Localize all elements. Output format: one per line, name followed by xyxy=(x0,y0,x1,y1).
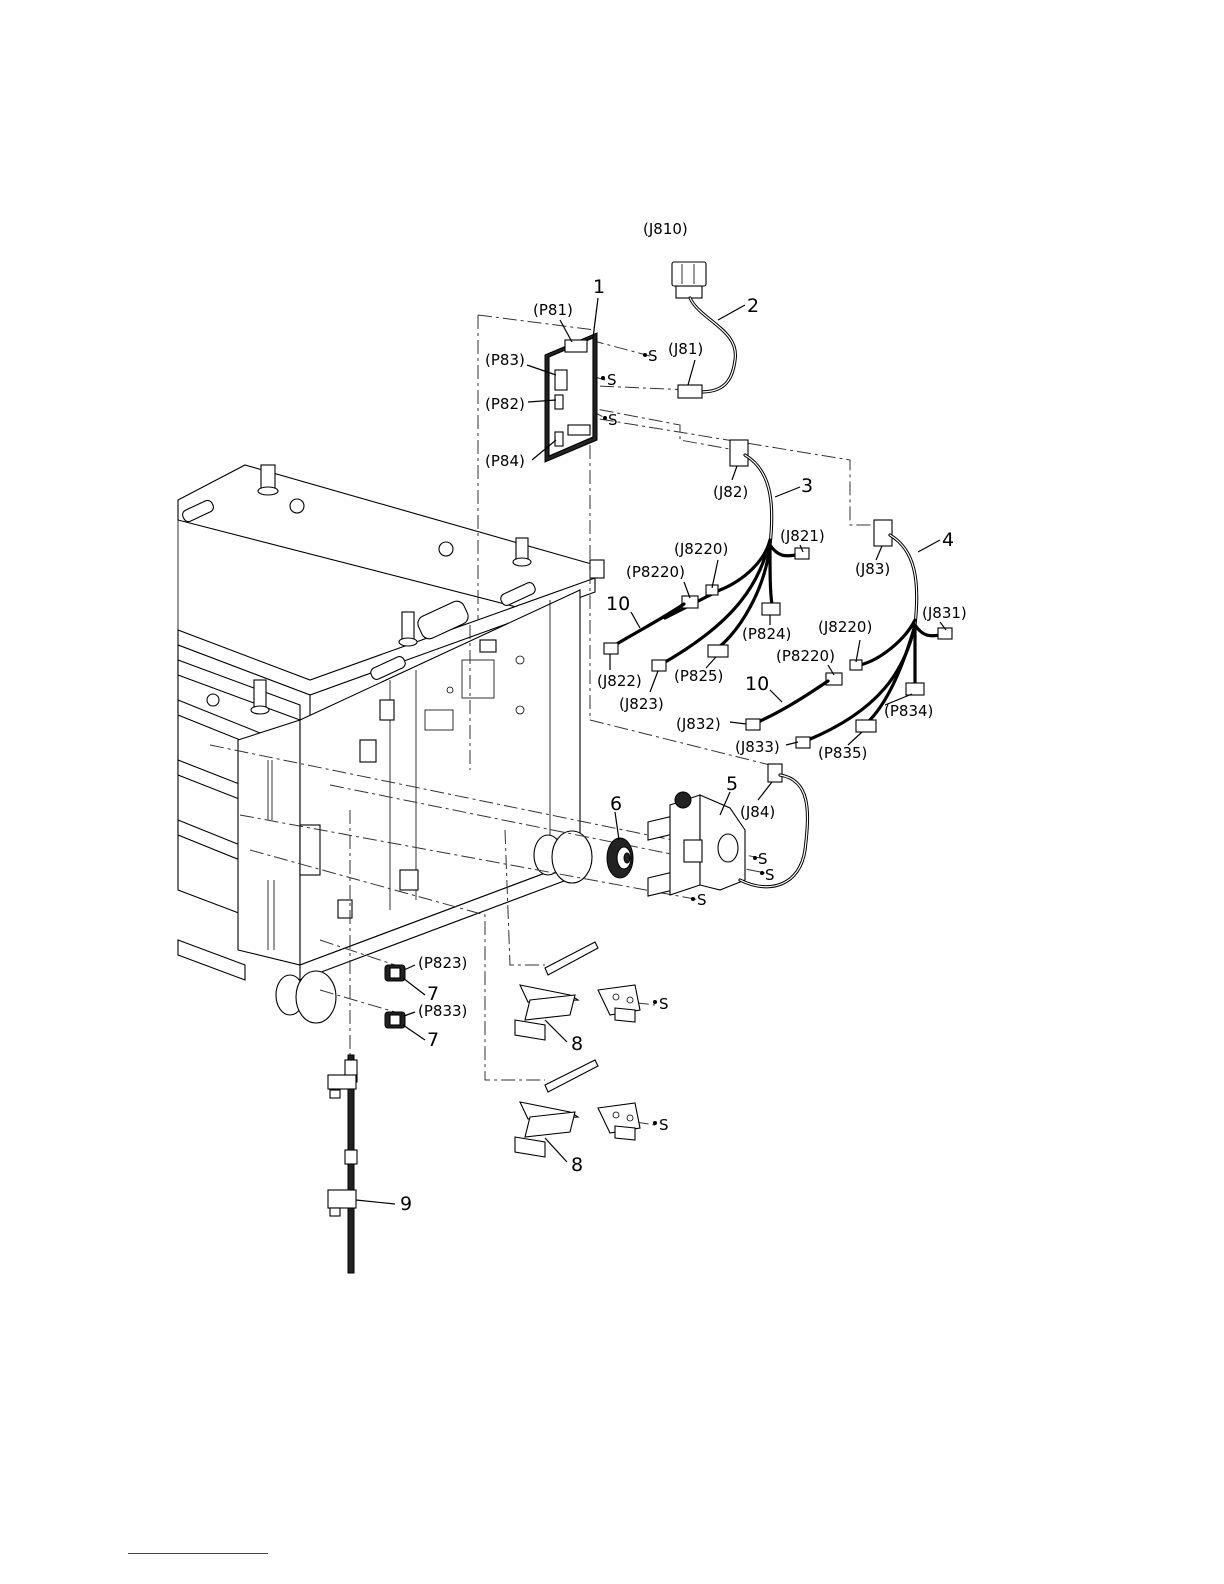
label-j81: (J81) xyxy=(668,340,703,358)
item-number-9: 9 xyxy=(400,1193,412,1215)
label-j8220-b: (J8220) xyxy=(818,618,872,636)
label-j822: (J822) xyxy=(597,672,642,690)
item-number-8-upper: 8 xyxy=(571,1033,583,1055)
label-p8220-b: (P8220) xyxy=(776,647,835,665)
label-j821: (J821) xyxy=(780,527,825,545)
label-j83: (J83) xyxy=(855,560,890,578)
item-number-2: 2 xyxy=(747,295,759,317)
feeder-chassis xyxy=(178,465,604,1023)
label-j810: (J810) xyxy=(643,220,688,238)
sensor-p833[interactable] xyxy=(385,1012,405,1028)
label-j832: (J832) xyxy=(676,715,721,733)
label-p835: (P835) xyxy=(818,744,867,762)
lead-screw-shaft[interactable] xyxy=(328,1055,357,1273)
item-number-3: 3 xyxy=(801,475,813,497)
label-p82: (P82) xyxy=(485,395,525,413)
sensor-p823[interactable] xyxy=(385,965,405,981)
label-j84: (J84) xyxy=(740,803,775,821)
label-p84: (P84) xyxy=(485,452,525,470)
item-number-10-lower: 10 xyxy=(745,673,769,695)
harness-j810-j81[interactable] xyxy=(672,262,735,398)
footer-link-underline[interactable] xyxy=(128,1553,268,1554)
screw-label: S xyxy=(697,891,707,909)
item-number-10-upper: 10 xyxy=(606,593,630,615)
label-p8220-a: (P8220) xyxy=(626,563,685,581)
label-p823: (P823) xyxy=(418,954,467,972)
label-p83: (P83) xyxy=(485,351,525,369)
label-j823: (J823) xyxy=(619,695,664,713)
item-number-4: 4 xyxy=(942,529,954,551)
label-j82: (J82) xyxy=(713,483,748,501)
screw-label: S xyxy=(659,995,669,1013)
label-p834: (P834) xyxy=(884,702,933,720)
screw-label: S xyxy=(608,411,618,429)
item-number-5: 5 xyxy=(726,773,738,795)
screw-label: S xyxy=(648,347,658,365)
item-number-8-lower: 8 xyxy=(571,1154,583,1176)
label-p81: (P81) xyxy=(533,301,573,319)
item-number-6: 6 xyxy=(610,793,622,815)
label-j833: (J833) xyxy=(735,738,780,756)
label-p824: (P824) xyxy=(742,625,791,643)
item-number-7-lower: 7 xyxy=(427,1029,439,1051)
actuator-upper[interactable] xyxy=(515,942,640,1040)
gear[interactable] xyxy=(607,838,633,878)
screw-label: S xyxy=(659,1116,669,1134)
screw-label: S xyxy=(607,371,617,389)
actuator-lower[interactable] xyxy=(515,1060,640,1157)
label-j831: (J831) xyxy=(922,604,967,622)
label-p825: (P825) xyxy=(674,667,723,685)
item-number-1: 1 xyxy=(593,276,605,298)
label-p833: (P833) xyxy=(418,1002,467,1020)
screw-label: S xyxy=(765,866,775,884)
item-number-7-upper: 7 xyxy=(427,983,439,1005)
label-j8220-a: (J8220) xyxy=(674,540,728,558)
